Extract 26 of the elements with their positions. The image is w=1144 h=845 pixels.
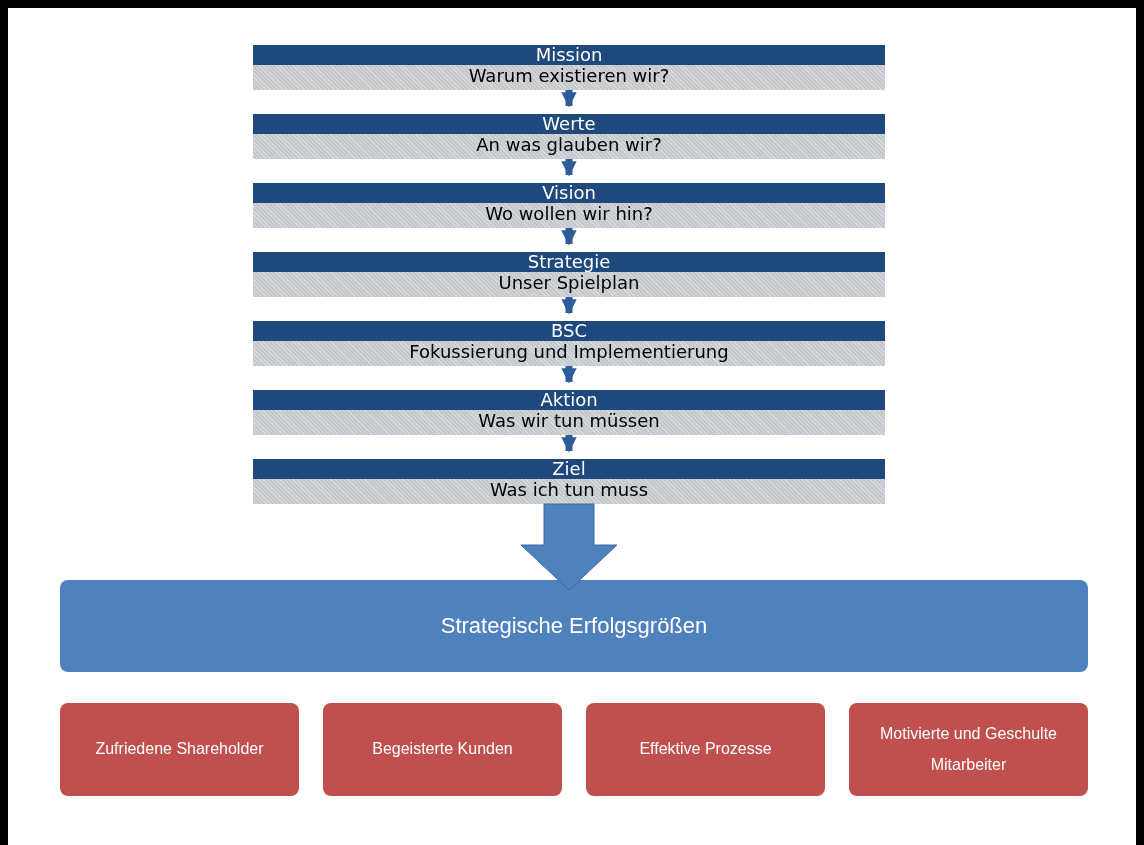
- step-question-bar: Was wir tun müssen: [253, 410, 885, 435]
- goal-banner: Strategische Erfolgsgrößen: [60, 580, 1088, 672]
- arrow: [561, 366, 577, 384]
- step-title-bar: Strategie: [253, 252, 885, 272]
- success-factor-box: Zufriedene Shareholder: [60, 703, 299, 796]
- step-title-bar: Aktion: [253, 390, 885, 410]
- success-factor-box: Motivierte und Geschulte Mitarbeiter: [849, 703, 1088, 796]
- step-title-bar: BSC: [253, 321, 885, 341]
- step-question-bar: Was ich tun muss: [253, 479, 885, 504]
- block-arrow: [520, 503, 618, 591]
- step-question-bar: An was glauben wir?: [253, 134, 885, 159]
- success-factor-box: Begeisterte Kunden: [323, 703, 562, 796]
- step-title-bar: Mission: [253, 45, 885, 65]
- step-title-bar: Werte: [253, 114, 885, 134]
- arrow: [561, 90, 577, 108]
- arrow: [561, 297, 577, 315]
- step-title-bar: Vision: [253, 183, 885, 203]
- arrow: [561, 228, 577, 246]
- step-question-bar: Fokussierung und Implementierung: [253, 341, 885, 366]
- success-factor-box: Effektive Prozesse: [586, 703, 825, 796]
- arrow: [561, 159, 577, 177]
- step-question-bar: Wo wollen wir hin?: [253, 203, 885, 228]
- arrow: [561, 435, 577, 453]
- step-question-bar: Unser Spielplan: [253, 272, 885, 297]
- step-question-bar: Warum existieren wir?: [253, 65, 885, 90]
- step-title-bar: Ziel: [253, 459, 885, 479]
